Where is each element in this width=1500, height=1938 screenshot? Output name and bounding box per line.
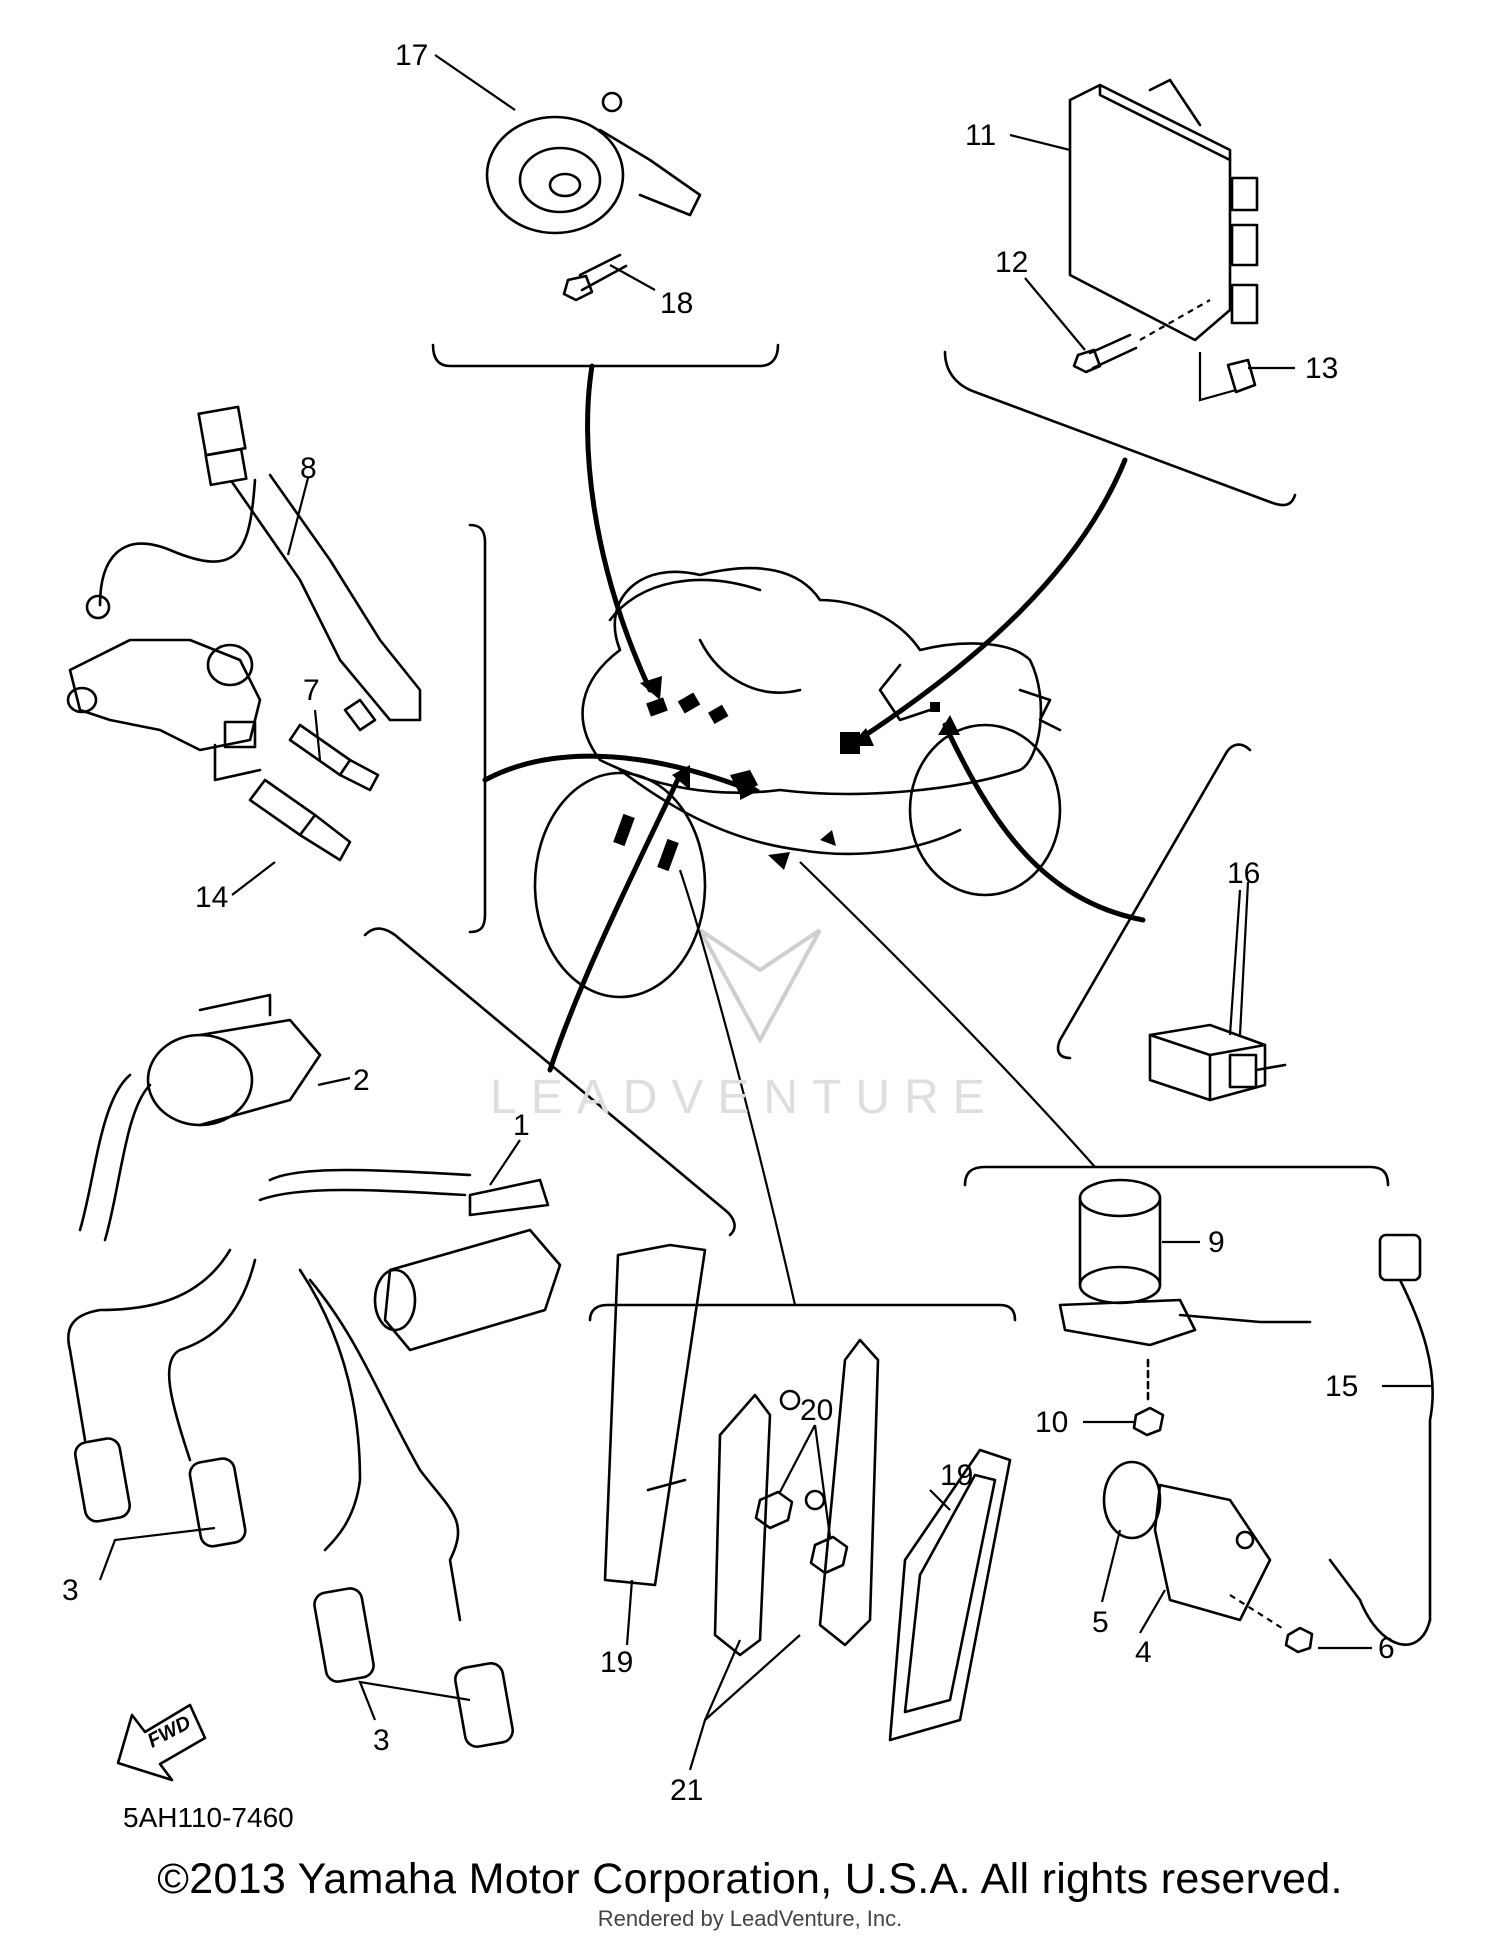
callout-17: 17 bbox=[395, 39, 428, 72]
sidestand-switch-lead bbox=[85, 405, 422, 722]
callout-3a: 3 bbox=[62, 1574, 79, 1607]
group-brackets bbox=[363, 343, 1390, 1322]
speed-sensor-housing bbox=[1102, 1460, 1272, 1622]
watermark-logo bbox=[698, 928, 822, 1045]
callout-4: 4 bbox=[1135, 1636, 1152, 1669]
callout-20: 20 bbox=[800, 1394, 833, 1427]
solenoid-bolt bbox=[1132, 1358, 1165, 1437]
callout-13: 13 bbox=[1305, 352, 1338, 385]
forward-arrow-icon: FWD bbox=[116, 1703, 207, 1782]
ecu-damper bbox=[1198, 352, 1257, 402]
reflector-brackets bbox=[713, 1338, 880, 1657]
callout-leaders bbox=[98, 54, 1432, 1771]
plug-caps-right bbox=[298, 1268, 514, 1748]
relay bbox=[1148, 1023, 1287, 1102]
callout-2: 2 bbox=[353, 1064, 370, 1097]
starter-solenoid bbox=[1058, 1178, 1312, 1347]
callout-16: 16 bbox=[1227, 857, 1260, 890]
callout-18: 18 bbox=[660, 287, 693, 320]
gear-position-switch-housing bbox=[66, 638, 262, 752]
callout-6: 6 bbox=[1378, 1632, 1395, 1665]
oil-level-switch bbox=[213, 743, 352, 862]
callout-12: 12 bbox=[995, 246, 1028, 279]
callout-19b: 19 bbox=[940, 1459, 973, 1492]
diagram-code: 5AH110-7460 bbox=[123, 1802, 294, 1833]
callout-8: 8 bbox=[300, 452, 317, 485]
neutral-switch bbox=[288, 698, 380, 792]
reflector-nuts bbox=[754, 1490, 849, 1575]
callout-5: 5 bbox=[1092, 1606, 1109, 1639]
callout-9: 9 bbox=[1208, 1226, 1225, 1259]
copyright-notice: ©2013 Yamaha Motor Corporation, U.S.A. A… bbox=[157, 1855, 1343, 1903]
ignition-coil-1 bbox=[258, 1168, 562, 1352]
plug-caps-left bbox=[67, 1248, 257, 1548]
callout-15: 15 bbox=[1325, 1370, 1358, 1403]
callout-labels: 17 18 11 12 13 8 7 14 16 2 1 3 3 9 10 15… bbox=[62, 39, 1395, 1807]
callout-3b: 3 bbox=[373, 1724, 390, 1757]
watermark-text: LEADVENTURE bbox=[490, 1071, 999, 1124]
sensor-screw bbox=[1229, 1594, 1314, 1654]
ecu-unit bbox=[1068, 78, 1259, 342]
callout-21: 21 bbox=[670, 1774, 703, 1807]
callout-14: 14 bbox=[195, 881, 228, 914]
horn-bolt bbox=[562, 253, 628, 302]
motorcycle-outline bbox=[533, 566, 1062, 999]
reflector-right bbox=[888, 1448, 1012, 1742]
ignition-coil-2 bbox=[78, 993, 322, 1242]
callout-1: 1 bbox=[513, 1109, 530, 1142]
callout-19a: 19 bbox=[600, 1646, 633, 1679]
sensor-lead bbox=[1328, 1233, 1434, 1646]
reflector-left bbox=[603, 1243, 707, 1587]
callout-7: 7 bbox=[303, 674, 320, 707]
horn bbox=[485, 91, 702, 235]
rendered-by-credit: Rendered by LeadVenture, Inc. bbox=[597, 1906, 903, 1931]
ecu-bolt bbox=[1072, 299, 1211, 374]
callout-10: 10 bbox=[1035, 1406, 1068, 1439]
callout-11: 11 bbox=[965, 119, 996, 152]
